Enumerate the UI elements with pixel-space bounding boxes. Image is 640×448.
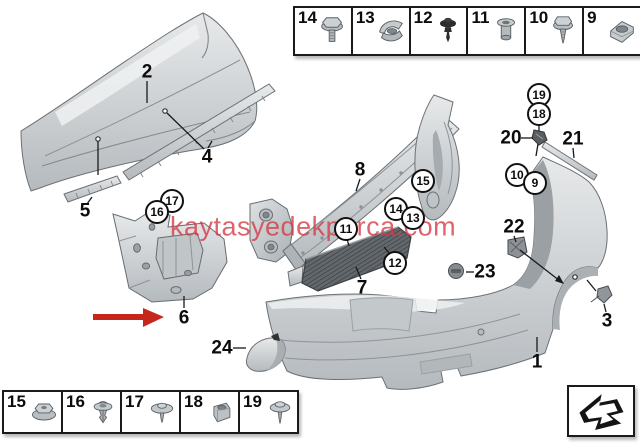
circled-callout-12: 12 bbox=[383, 251, 407, 275]
spacer-sleeve-icon bbox=[497, 18, 516, 41]
cage-clip-icon bbox=[213, 402, 231, 423]
circled-callout-17: 17 bbox=[160, 189, 184, 213]
legend-num-10: 10 bbox=[529, 8, 549, 27]
legend-cell-18: 18 bbox=[181, 392, 240, 432]
legend-num-11: 11 bbox=[471, 8, 490, 27]
legend-cell-11: 11 bbox=[468, 8, 527, 54]
flange-nut-icon bbox=[32, 403, 56, 421]
callout-6: 6 bbox=[178, 307, 190, 329]
part-1-bumper-cover bbox=[265, 156, 608, 390]
legend-num-19: 19 bbox=[243, 392, 262, 411]
legend-cell-10: 10 bbox=[526, 8, 585, 54]
part-5-strip bbox=[63, 175, 122, 203]
direction-arrow-icon bbox=[579, 394, 624, 430]
part-24-cover bbox=[245, 333, 286, 372]
hex-bolt-washer-icon bbox=[321, 17, 343, 42]
legend-num-13: 13 bbox=[355, 8, 375, 27]
callout-23: 23 bbox=[474, 261, 496, 283]
callout-22: 22 bbox=[503, 216, 525, 238]
legend-cell-14: 14 bbox=[295, 8, 353, 54]
part-4-strip bbox=[122, 83, 276, 181]
legend-num-14: 14 bbox=[298, 8, 317, 27]
callout-21: 21 bbox=[562, 128, 584, 150]
part-7-diffuser bbox=[287, 226, 412, 292]
callout-20: 20 bbox=[500, 127, 522, 149]
legend-num-18: 18 bbox=[184, 392, 203, 411]
callout-24: 24 bbox=[211, 337, 233, 359]
legend-cell-12: 12 bbox=[411, 8, 469, 54]
callout-2: 2 bbox=[141, 61, 153, 83]
legend-cell-9: 9 bbox=[584, 8, 640, 54]
fastener-legend-top: 14 13 12 11 bbox=[293, 6, 640, 56]
circled-callout-13: 13 bbox=[401, 206, 425, 230]
part-2-bumper-trim bbox=[20, 12, 258, 192]
part-21-strip bbox=[541, 141, 598, 181]
legend-cell-13: 13 bbox=[353, 8, 411, 54]
part-22-bracket bbox=[507, 236, 528, 259]
washer-rivet-icon bbox=[150, 402, 174, 423]
legend-num-15: 15 bbox=[7, 392, 26, 411]
callout-1: 1 bbox=[531, 351, 543, 373]
legend-cell-17: 17 bbox=[122, 392, 181, 432]
center-guide bbox=[414, 94, 460, 221]
washer-bolt-icon bbox=[269, 401, 291, 424]
leader-lines bbox=[86, 81, 607, 352]
legend-num-12: 12 bbox=[413, 8, 433, 27]
circled-callout-15: 15 bbox=[411, 169, 435, 193]
circled-callout-9: 9 bbox=[523, 171, 547, 195]
legend-num-17: 17 bbox=[125, 392, 144, 411]
legend-num-16: 16 bbox=[66, 392, 85, 411]
part-6-bracket bbox=[112, 211, 228, 303]
red-pointer-arrow bbox=[93, 308, 164, 327]
fastener-legend-bottom: 15 16 17 18 bbox=[2, 390, 299, 434]
callout-5: 5 bbox=[79, 200, 91, 222]
callout-4: 4 bbox=[201, 146, 213, 168]
part-3-clip bbox=[590, 285, 613, 304]
circled-callout-16: 16 bbox=[145, 200, 169, 224]
direction-arrow-box bbox=[567, 385, 635, 437]
legend-num-9: 9 bbox=[587, 8, 597, 27]
expanding-nut-icon bbox=[93, 401, 113, 424]
circled-callout-11: 11 bbox=[334, 217, 358, 241]
callout-3: 3 bbox=[601, 310, 613, 332]
cage-nut-icon bbox=[610, 20, 634, 43]
circled-callout-18: 18 bbox=[527, 102, 551, 126]
legend-cell-16: 16 bbox=[63, 392, 122, 432]
expansion-rivet-icon bbox=[440, 17, 457, 43]
callout-7: 7 bbox=[356, 277, 368, 299]
self-tapping-screw-icon bbox=[553, 16, 574, 44]
legend-cell-15: 15 bbox=[4, 392, 63, 432]
part-23-grommet bbox=[448, 263, 464, 279]
callout-8: 8 bbox=[354, 159, 366, 181]
spring-clip-nut-icon bbox=[378, 20, 403, 42]
legend-cell-19: 19 bbox=[240, 392, 297, 432]
carrier-left-bracket bbox=[249, 198, 294, 263]
part-20-clip bbox=[531, 129, 548, 146]
